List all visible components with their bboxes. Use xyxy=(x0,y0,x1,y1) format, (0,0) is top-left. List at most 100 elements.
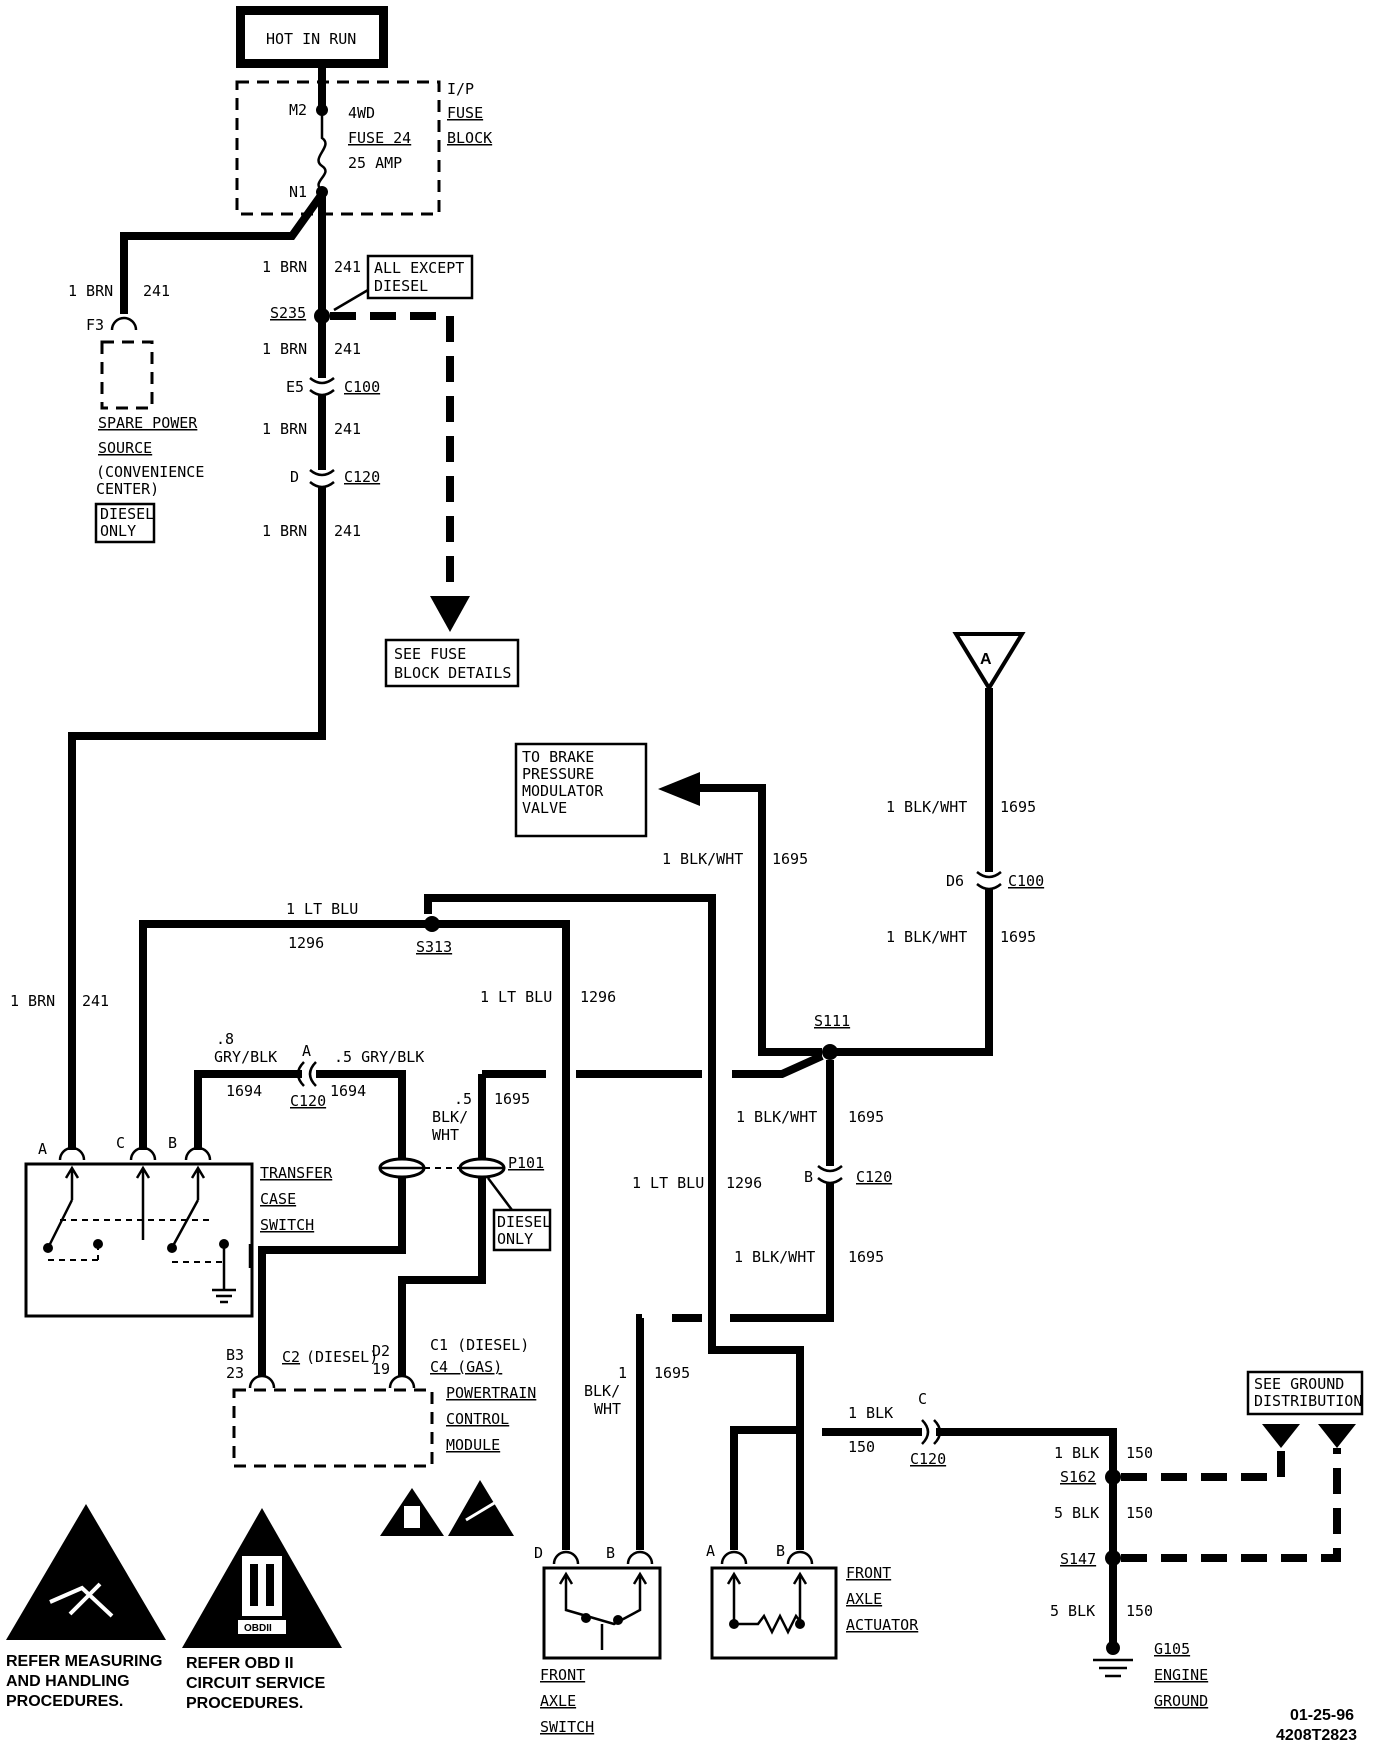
hot-in-run-label: HOT IN RUN xyxy=(266,30,356,48)
wire-brn-5: 1 BRN xyxy=(10,992,55,1010)
fas-b: B xyxy=(606,1544,615,1562)
c100-connector-1 xyxy=(309,377,335,397)
diesel-only-box-2 xyxy=(492,1208,552,1252)
center-label: CENTER) xyxy=(96,480,159,498)
tcs-a: A xyxy=(38,1140,47,1158)
wire-blkwht-s111b: 1 BLK/WHT xyxy=(734,1248,815,1266)
d6-label: D6 xyxy=(946,872,964,890)
tcs-ground-icon xyxy=(212,1244,236,1304)
tcs-c: C xyxy=(116,1134,125,1152)
s313-label: S313 xyxy=(416,938,452,956)
c120-label-3: C120 xyxy=(856,1168,892,1186)
wire-brn-4: 1 BRN xyxy=(262,522,307,540)
b-c120-label: B xyxy=(804,1168,813,1186)
c-c120-label: C xyxy=(918,1390,927,1408)
fas-label-c: SWITCH xyxy=(540,1718,594,1736)
see-fuse-box xyxy=(384,638,520,688)
pcm-b3: B3 xyxy=(226,1346,244,1364)
wire-blkwht5-c: WHT xyxy=(432,1126,459,1144)
f3-label: F3 xyxy=(86,316,104,334)
c120-label-4: C120 xyxy=(290,1092,326,1110)
wire-brn-1: 1 BRN xyxy=(262,258,307,276)
pcm-label-b: CONTROL xyxy=(446,1410,509,1428)
triangle-a-label: A xyxy=(980,651,992,668)
g105-label-c: GROUND xyxy=(1154,1692,1208,1710)
to-brake-b: PRESSURE xyxy=(522,765,594,783)
wire-gryblk8-b: GRY/BLK xyxy=(214,1048,277,1066)
pcm-c2-diesel: (DIESEL) xyxy=(306,1348,378,1366)
pcm-c1: C1 (DIESEL) xyxy=(430,1336,529,1354)
diesel-only-box-1 xyxy=(94,502,156,544)
wire-blkwht5-b: BLK/ xyxy=(432,1108,468,1126)
diesel-only-1a: DIESEL xyxy=(100,505,154,523)
to-brake-c: MODULATOR xyxy=(522,782,604,800)
wire-blk5-b: 5 BLK xyxy=(1050,1602,1095,1620)
wire-241-5: 241 xyxy=(82,992,109,1010)
wire-brn-3: 1 BRN xyxy=(262,420,307,438)
wire-1695-pcm: 1695 xyxy=(494,1090,530,1108)
pcm-label-c: MODULE xyxy=(446,1436,500,1454)
front-axle-actuator xyxy=(710,1566,838,1660)
wire-241-2: 241 xyxy=(334,340,361,358)
ip-fuse-block-box xyxy=(235,80,441,216)
refer-measuring-c: PROCEDURES. xyxy=(6,1693,123,1710)
esd-small-icon xyxy=(448,1480,514,1536)
c120-label-5: C120 xyxy=(910,1450,946,1468)
pcm-label-a: POWERTRAIN xyxy=(446,1384,536,1402)
wire-241-1: 241 xyxy=(334,258,361,276)
wire-1695-a2: 1695 xyxy=(1000,928,1036,946)
e5-label: E5 xyxy=(286,378,304,396)
c120-label-1: C120 xyxy=(344,468,380,486)
tcs-b: B xyxy=(168,1134,177,1152)
pcm-c4: C4 (GAS) xyxy=(430,1358,502,1376)
s162-label: S162 xyxy=(1060,1468,1096,1486)
to-brake-arrow xyxy=(658,772,700,806)
ground-dist-arrow-1 xyxy=(1262,1424,1300,1448)
see-fuse-b: BLOCK DETAILS xyxy=(394,664,511,682)
refer-obd-c: PROCEDURES. xyxy=(186,1695,303,1712)
all-except-diesel-a: ALL EXCEPT xyxy=(374,259,464,277)
wire-blk5-a: 5 BLK xyxy=(1054,1504,1099,1522)
see-fuse-a: SEE FUSE xyxy=(394,645,466,663)
n1-label: N1 xyxy=(289,183,307,201)
pcm-box xyxy=(232,1388,434,1468)
convenience-label: (CONVENIENCE xyxy=(96,463,204,481)
pcm-19: 19 xyxy=(372,1360,390,1378)
wire-ltblu-2: 1 LT BLU xyxy=(480,988,552,1006)
to-brake-d: VALVE xyxy=(522,799,567,817)
tcs-label-c: SWITCH xyxy=(260,1216,314,1234)
wire-ltblu-1: 1 LT BLU xyxy=(286,900,358,918)
wire-brn-spare: 1 BRN xyxy=(68,282,113,300)
esd-warning-icon xyxy=(6,1504,166,1640)
fuse-number: FUSE 24 xyxy=(348,129,411,147)
c120-connector-1 xyxy=(309,469,335,489)
s111-splice xyxy=(822,1044,838,1060)
diesel-only-2b: ONLY xyxy=(497,1230,533,1248)
wire-blkwht-s111: 1 BLK/WHT xyxy=(736,1108,817,1126)
refer-measuring-a: REFER MEASURING xyxy=(6,1653,162,1670)
wire-1296-2: 1296 xyxy=(580,988,616,1006)
s147-label: S147 xyxy=(1060,1550,1096,1568)
wire-blkwht-a1: 1 BLK/WHT xyxy=(886,798,967,816)
wire-brn-2: 1 BRN xyxy=(262,340,307,358)
wire-ltblu-3: 1 LT BLU xyxy=(632,1174,704,1192)
fuse-rating: 25 AMP xyxy=(348,154,402,172)
m2-label: M2 xyxy=(289,101,307,119)
diesel-only-2a: DIESEL xyxy=(497,1213,551,1231)
fas-label-a: FRONT xyxy=(540,1666,585,1684)
fas-label-b: AXLE xyxy=(540,1692,576,1710)
c120-connector-4 xyxy=(296,1061,317,1087)
see-ground-a: SEE GROUND xyxy=(1254,1375,1344,1393)
fuse-label: FUSE xyxy=(447,104,483,122)
see-fuse-arrow xyxy=(430,596,470,632)
faa-label-a: FRONT xyxy=(846,1564,891,1582)
see-ground-b: DISTRIBUTION xyxy=(1254,1392,1362,1410)
fuse-element xyxy=(317,110,327,192)
faa-a: A xyxy=(706,1542,715,1560)
spare-power-source xyxy=(100,340,154,410)
faa-label-b: AXLE xyxy=(846,1590,882,1608)
g105-terminal xyxy=(1106,1641,1120,1655)
s147-splice xyxy=(1105,1550,1121,1566)
wire-gryblk8-a: .8 xyxy=(216,1030,234,1048)
transfer-case-switch xyxy=(24,1162,254,1318)
